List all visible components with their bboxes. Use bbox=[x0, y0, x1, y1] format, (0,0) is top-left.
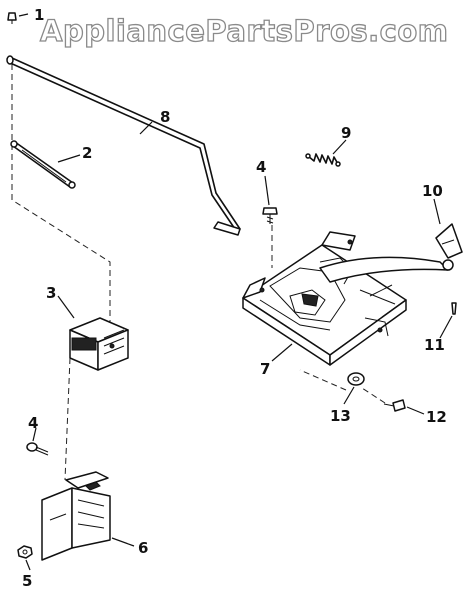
callout-12: 12 bbox=[426, 408, 447, 426]
lever-arm bbox=[319, 256, 454, 283]
part-2-short-rod bbox=[10, 140, 76, 189]
callout-5: 5 bbox=[22, 572, 32, 590]
callout-9: 9 bbox=[341, 124, 351, 142]
callout-6: 6 bbox=[138, 539, 148, 557]
part-4-screw-lower bbox=[26, 442, 49, 456]
callout-4-upper: 4 bbox=[256, 158, 266, 176]
part-12-screw bbox=[383, 399, 406, 412]
callout-3: 3 bbox=[46, 284, 56, 302]
callout-13: 13 bbox=[330, 407, 351, 425]
part-10-handle bbox=[435, 223, 463, 259]
callout-7: 7 bbox=[260, 360, 270, 378]
callout-11: 11 bbox=[424, 336, 445, 354]
callout-10: 10 bbox=[422, 182, 443, 200]
part-7-bracket bbox=[242, 231, 407, 366]
part-11-pin bbox=[451, 302, 457, 315]
part-4-screw-upper bbox=[262, 207, 278, 224]
part-8-link-rod bbox=[6, 55, 241, 236]
assembly-guide-lines bbox=[11, 64, 386, 481]
callout-4-lower: 4 bbox=[28, 414, 38, 432]
callout-1: 1 bbox=[34, 6, 44, 24]
watermark-logo: AppliancePartsPros.com bbox=[39, 13, 449, 48]
callout-2: 2 bbox=[82, 144, 92, 162]
callout-8: 8 bbox=[160, 108, 170, 126]
leader-lines bbox=[18, 13, 453, 571]
part-3-solenoid bbox=[69, 317, 129, 371]
part-6-mounting-bracket bbox=[41, 471, 111, 561]
part-9-spring bbox=[305, 153, 341, 167]
part-13-washer bbox=[347, 372, 365, 386]
callout-numbers: 1 8 2 9 4 10 3 7 11 13 12 4 6 5 bbox=[22, 6, 447, 590]
part-5-nut bbox=[17, 545, 33, 559]
part-1-pin bbox=[7, 12, 17, 24]
